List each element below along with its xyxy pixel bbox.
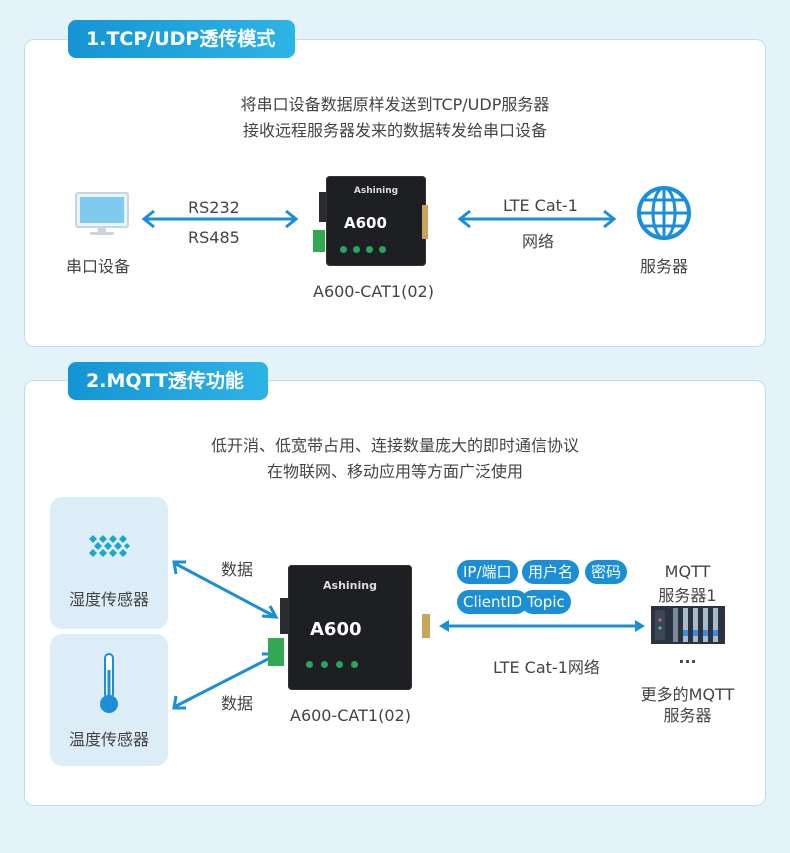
section1-desc-line1: 将串口设备数据原样发送到TCP/UDP服务器 [240, 95, 550, 114]
antenna-icon [422, 614, 430, 638]
device1-brand: Ashining [353, 186, 399, 196]
device1-caption: A600-CAT1(02) [313, 282, 434, 301]
serial-device-label: 串口设备 [66, 257, 131, 276]
section1-badge: 1.TCP/UDP透传模式 [68, 20, 295, 58]
rs232-label: RS232 [188, 198, 240, 217]
device1-port [319, 192, 327, 222]
rs485-label: RS485 [188, 228, 240, 247]
device2-port [280, 598, 290, 634]
lte-label: LTE Cat-1 [503, 196, 578, 215]
humidity-icon [89, 535, 130, 557]
tag-username: 用户名 [522, 560, 580, 584]
server-label: 服务器 [640, 257, 689, 276]
device1-terminal [313, 230, 325, 252]
server-rack-icon [651, 606, 725, 644]
globe-icon [637, 186, 691, 240]
device2-model: A600 [310, 619, 362, 640]
tag-clientid: ClientID [457, 590, 529, 614]
tag-topic: Topic [521, 590, 571, 614]
temperature-sensor-card: 温度传感器 [50, 634, 168, 766]
more-mqtt-line2: 服务器 [663, 706, 712, 725]
device1-model: A600 [344, 214, 387, 232]
temperature-sensor-label: 温度传感器 [68, 730, 149, 749]
section1-desc-line2: 接收远程服务器发来的数据转发给串口设备 [242, 121, 547, 140]
led-icon [379, 246, 386, 253]
mqtt-server-line2: 服务器1 [658, 586, 717, 605]
lte-arrow [457, 209, 617, 229]
more-mqtt-line1: 更多的MQTT [640, 685, 735, 704]
data-label-top: 数据 [221, 560, 254, 579]
led-icon [353, 246, 360, 253]
section2-desc-line2: 在物联网、移动应用等方面广泛使用 [266, 462, 523, 481]
antenna-icon [422, 205, 428, 239]
device2: Ashining A600 [288, 565, 412, 690]
led-icon [366, 246, 373, 253]
data-label-bottom: 数据 [221, 694, 254, 713]
humidity-sensor-card: 湿度传感器 [50, 497, 168, 629]
lte-network-arrow [439, 620, 645, 632]
tag-password: 密码 [585, 560, 628, 584]
led-icon [306, 661, 313, 668]
lte-network-label: LTE Cat-1网络 [493, 658, 600, 677]
led-icon [336, 661, 343, 668]
rs-arrow [141, 209, 299, 229]
device2-caption: A600-CAT1(02) [290, 706, 411, 725]
device2-terminal [268, 638, 284, 666]
device2-brand: Ashining [323, 579, 377, 592]
monitor-icon [75, 192, 129, 235]
mqtt-server-line1: MQTT [664, 562, 711, 581]
led-icon [340, 246, 347, 253]
network-label: 网络 [522, 232, 555, 251]
section2-badge: 2.MQTT透传功能 [68, 362, 268, 400]
led-icon [351, 661, 358, 668]
device1: Ashining A600 [326, 176, 426, 266]
ellipsis: ··· [678, 652, 697, 671]
tag-ip-port: IP/端口 [457, 560, 518, 584]
section2-desc-line1: 低开消、低宽带占用、连接数量庞大的即时通信协议 [210, 436, 579, 455]
data-arrow-top [172, 560, 279, 619]
humidity-sensor-label: 湿度传感器 [68, 590, 149, 609]
thermometer-icon [100, 653, 118, 713]
led-icon [321, 661, 328, 668]
